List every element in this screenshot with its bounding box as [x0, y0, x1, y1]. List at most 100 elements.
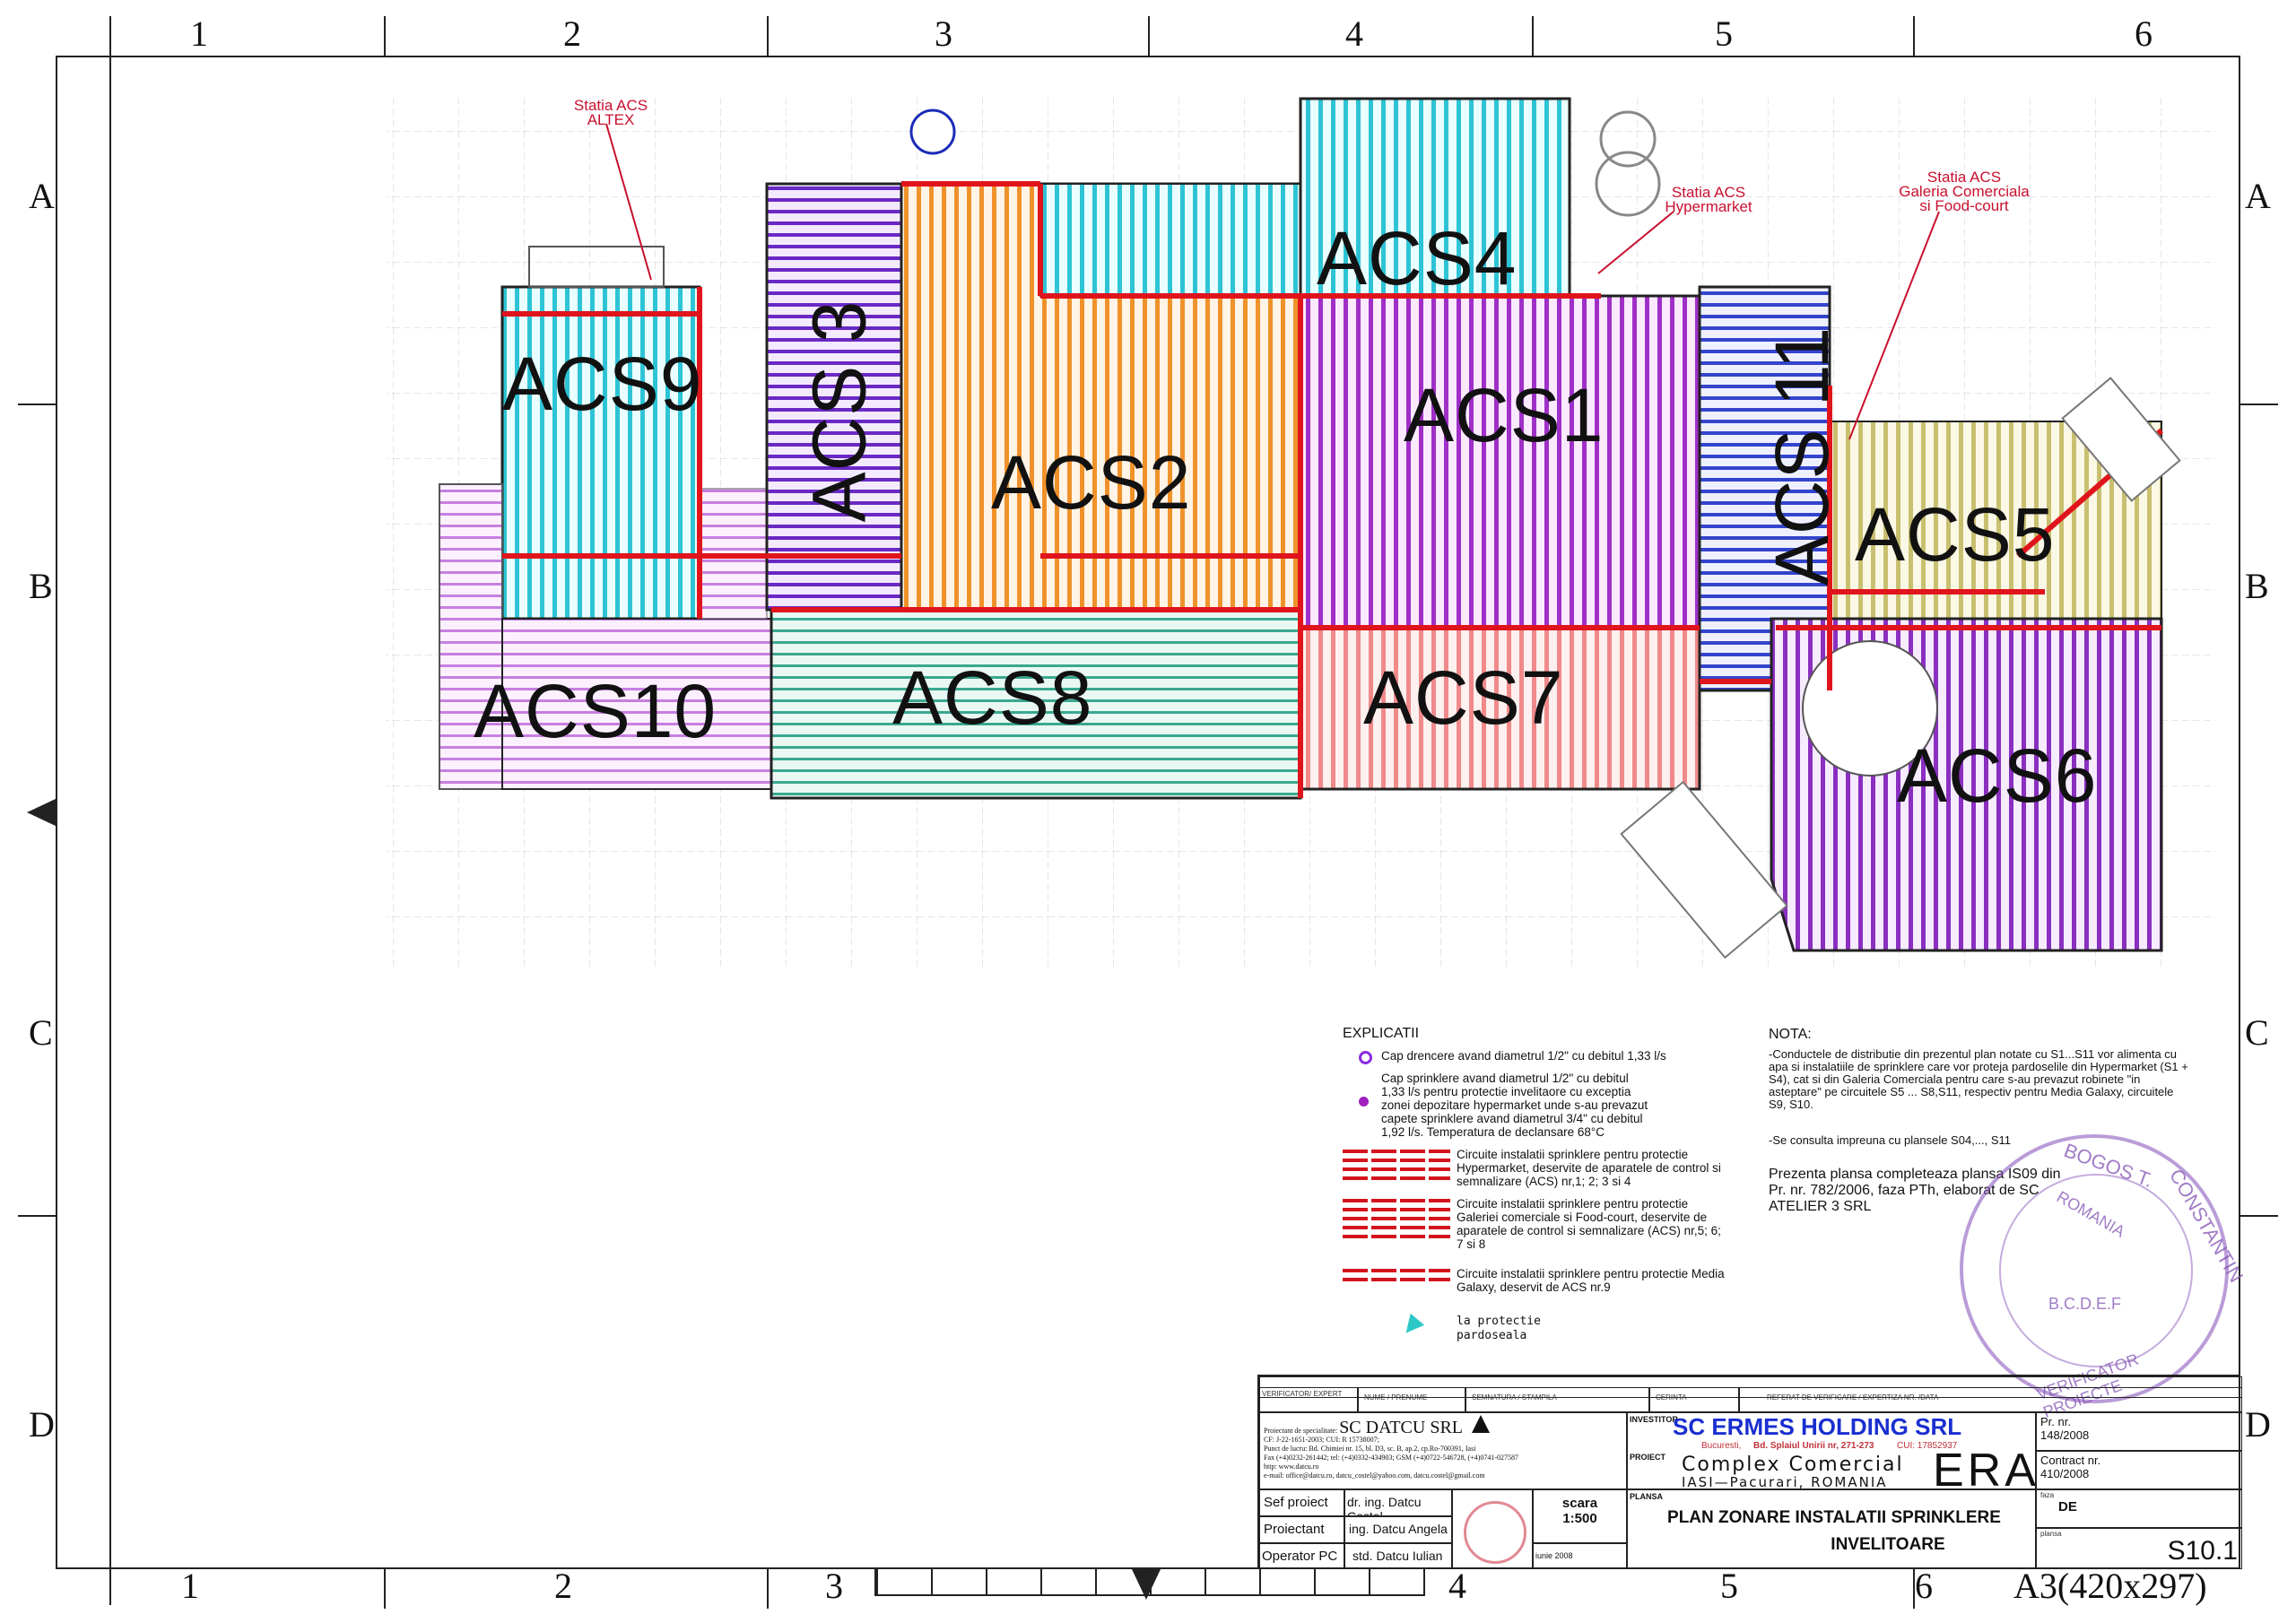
sheet-title-line1: PLAN ZONARE INSTALATII SPRINKLERE [1667, 1508, 2001, 1527]
row-letter: B [29, 566, 53, 606]
phase-cell: faza DE [2036, 1489, 2242, 1528]
column-number: 3 [825, 1566, 843, 1606]
investor-city: Bucuresti, [1701, 1441, 1742, 1451]
station-line: si Food-court [1919, 197, 2009, 214]
nota-text: -Conductele de distributie din prezentul… [1769, 1047, 2188, 1111]
investor-label: INVESTITOR [1630, 1415, 1678, 1424]
role-name: ing. Datcu Angela [1344, 1516, 1452, 1543]
sheet-label: PLANSA [1630, 1492, 1664, 1501]
designer-detail: Fax (+4)0232-261442; tel: (+4)0332-43490… [1264, 1454, 1519, 1462]
nota-text: -Se consulta impreuna cu plansele S04,..… [1769, 1133, 2012, 1147]
designer-detail: Punct de lucru: Bd. Chimiei nr. 15, bl. … [1264, 1445, 1476, 1453]
header-semnatura: SEMNATURA / STAMPILA [1465, 1387, 1649, 1412]
legend-title: EXPLICATII [1343, 1026, 1420, 1041]
column-number: 6 [2135, 13, 2152, 54]
column-number: 5 [1715, 13, 1733, 54]
title-block: VERIFICATOR/ EXPERT NUME / PRENUME SEMNA… [1257, 1375, 2242, 1569]
investor-cell: INVESTITOR SC ERMES HOLDING SRL Bucurest… [1627, 1412, 2036, 1489]
scale-bar [874, 1569, 1425, 1596]
header-verificator: VERIFICATOR/ EXPERT [1259, 1387, 1358, 1412]
nota-text: Prezenta plansa completeaza plansa IS09 … [1769, 1167, 2061, 1214]
nota: NOTA: -Conductele de distributie din pre… [1769, 1028, 2235, 1215]
row-letter: C [29, 1012, 53, 1053]
contract-label: Contract nr. [2040, 1454, 2101, 1467]
station-line: Statia ACS [573, 97, 648, 114]
dashed-line-icon [1343, 1150, 1450, 1185]
dashed-line-icon [1343, 1199, 1450, 1244]
header-cerinta: CERINTA [1649, 1387, 1739, 1412]
zone-acs4: ACS4 [1317, 216, 1518, 300]
legend-text: Cap sprinklere avand diametrul 1/2" cu d… [1381, 1072, 1648, 1139]
designer-stamp [1452, 1489, 1533, 1569]
station-label-hypermarket: Statia ACS Hypermarket [1650, 184, 1767, 215]
project-line2: IASI—Pacurari, ROMANIA [1682, 1474, 1888, 1489]
station-label-altex: Statia ACS ALTEX [552, 97, 669, 127]
nota-title: NOTA: [1769, 1027, 1812, 1042]
zone-acs9: ACS9 [502, 342, 703, 426]
header-referat: REFERAT DE VERIFICARE / EXPERTIZA NR. /D… [1739, 1387, 2242, 1412]
floor-protection-icon [1398, 1313, 1425, 1340]
centering-arrow-left-icon [27, 798, 57, 827]
designer-detail: CF: J-22-1651-2003; CUI: R 15738007; [1264, 1436, 1379, 1444]
zone-acs8: ACS8 [892, 655, 1093, 740]
legend-text: Circuite instalatii sprinklere pentru pr… [1457, 1148, 1721, 1188]
column-number: 4 [1345, 13, 1363, 54]
pr-value: 148/2008 [2040, 1428, 2090, 1442]
phase-label: faza [2040, 1491, 2055, 1499]
investor-cui: CUI: 17852937 [1897, 1441, 1958, 1451]
phase-value: DE [2058, 1499, 2077, 1515]
designer-name: SC DATCU SRL [1339, 1418, 1463, 1437]
role-name: dr. ing. Datcu Costel [1344, 1489, 1452, 1516]
scale-label: scara [1561, 1496, 1598, 1511]
designer-logo-icon [1472, 1415, 1490, 1433]
zone-acs3: ACS 3 [796, 299, 882, 523]
column-number: 6 [1915, 1566, 1933, 1606]
contract-cell: Contract nr. 410/2008 [2036, 1451, 2242, 1489]
row-letter: A [29, 176, 55, 216]
drawing-label: plansa [2040, 1530, 2062, 1538]
pr-label: Pr. nr. [2040, 1415, 2071, 1428]
zone-acs6: ACS6 [1897, 733, 2098, 818]
header-nume: NUME / PRENUME [1358, 1387, 1465, 1412]
column-number: 1 [190, 13, 208, 54]
dashed-line-icon [1343, 1269, 1450, 1287]
legend-text: Circuite instalatii sprinklere pentru pr… [1457, 1267, 1725, 1294]
scale-cell: scara 1:500 [1533, 1489, 1627, 1543]
drawing-number-cell: plansa S10.1 [2036, 1528, 2242, 1569]
drencher-head-icon [1359, 1051, 1372, 1064]
column-number: 2 [563, 13, 581, 54]
legend-text: Circuite instalatii sprinklere pentru pr… [1457, 1197, 1721, 1251]
legend-text: la protectie pardoseala [1457, 1315, 1541, 1342]
designer-cell: Proiectant de specialitate: SC DATCU SRL… [1259, 1412, 1627, 1489]
sheet-title-cell: PLANSA PLAN ZONARE INSTALATII SPRINKLERE… [1627, 1489, 2036, 1569]
zone-acs10: ACS10 [474, 669, 718, 753]
date: iunie 2008 [1533, 1543, 1627, 1569]
role-label: Operator PC [1259, 1543, 1344, 1569]
role-label: Sef proiect [1259, 1489, 1344, 1516]
project-line1: Complex Comercial [1682, 1454, 1904, 1476]
row-letter: A [2245, 176, 2271, 216]
designer-detail: http: www.datcu.ro [1264, 1462, 1319, 1471]
row-letter: C [2245, 1012, 2269, 1053]
sprinkler-head-icon [1359, 1097, 1369, 1107]
scale-value: 1:500 [1562, 1511, 1597, 1526]
row-letter: D [29, 1404, 55, 1445]
project-label: PROIECT [1630, 1453, 1666, 1462]
station-line: Galeria Comerciala [1899, 183, 2030, 200]
station-line: Statia ACS [1671, 184, 1746, 201]
legend-text: Cap drencere avand diametrul 1/2" cu deb… [1381, 1049, 1666, 1063]
zone-acs11: ACS 11 [1760, 325, 1845, 586]
zone-acs1: ACS1 [1404, 373, 1605, 457]
station-line: Hypermarket [1665, 198, 1752, 215]
column-number: 3 [935, 13, 952, 54]
project-number-cell: Pr. nr. 148/2008 [2036, 1412, 2242, 1451]
station-label-galeria: Statia ACS Galeria Comerciala si Food-co… [1897, 169, 2031, 214]
designer-label: Proiectant de specialitate: [1264, 1427, 1338, 1435]
zone-acs7: ACS7 [1363, 655, 1564, 740]
column-number: 4 [1448, 1566, 1466, 1606]
project-logo: ERA [1933, 1445, 2036, 1489]
left-margin-line [109, 16, 111, 1605]
role-name: std. Datcu Iulian [1344, 1543, 1452, 1569]
column-number: 2 [554, 1566, 572, 1606]
drawing-value: S10.1 [2167, 1536, 2238, 1566]
